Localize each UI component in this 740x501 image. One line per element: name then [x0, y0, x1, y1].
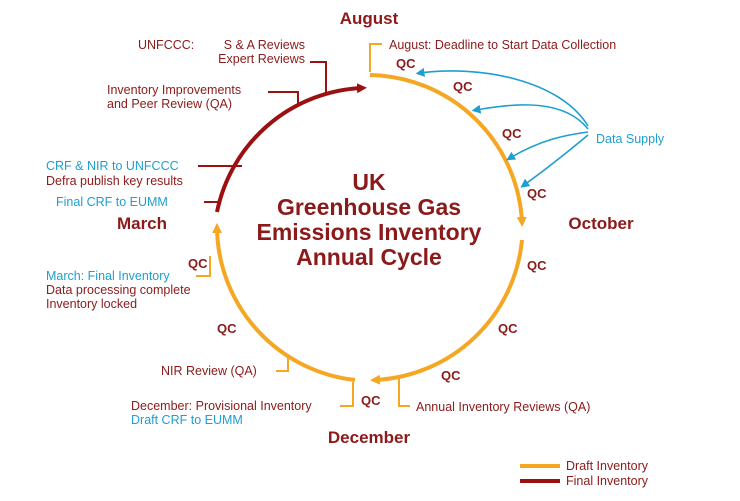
- qc-marker: QC: [527, 186, 547, 201]
- legend-final-label: Final Inventory: [566, 474, 649, 488]
- march-final-inventory: March: Final Inventory: [46, 269, 170, 283]
- leader-unfccc: [310, 61, 327, 92]
- qc-marker: QC: [217, 321, 237, 336]
- final-crf-to-eumm: Final CRF to EUMM: [56, 195, 168, 209]
- leader-august-deadline: [369, 43, 382, 72]
- december-provisional: December: Provisional Inventory: [131, 399, 312, 413]
- data-supply-arrow-2: [471, 104, 589, 130]
- draft-arc-august-to-october: [369, 73, 527, 227]
- month-march: March: [117, 214, 167, 233]
- unfccc-reviews-line2: Expert Reviews: [218, 52, 305, 66]
- march-inventory-locked: Inventory locked: [46, 297, 137, 311]
- draft-crf-to-eumm: Draft CRF to EUMM: [131, 413, 243, 427]
- leader-march-final: [196, 256, 211, 277]
- leader-improvements: [268, 91, 299, 104]
- august-deadline: August: Deadline to Start Data Collectio…: [389, 38, 616, 52]
- draft-arc-december-to-march: [212, 223, 356, 382]
- legend-draft-label: Draft Inventory: [566, 459, 649, 473]
- qc-marker: QC: [396, 56, 416, 71]
- draft-arc-october-to-december: [370, 239, 524, 385]
- title-line-3: Emissions Inventory: [257, 219, 482, 245]
- month-december: December: [328, 428, 411, 447]
- qc-marker: QC: [188, 256, 208, 271]
- data-supply-arrow-3: [506, 131, 589, 161]
- improvements-line2: and Peer Review (QA): [107, 97, 232, 111]
- final-arc-march-to-august: [215, 83, 367, 213]
- data-supply-arrow-1: [415, 67, 589, 127]
- qc-marker: QC: [453, 79, 473, 94]
- qc-marker: QC: [361, 393, 381, 408]
- qc-marker: QC: [498, 321, 518, 336]
- title-line-1: UK: [352, 169, 386, 195]
- unfccc-prefix: UNFCCC:: [138, 38, 194, 52]
- annual-inventory-reviews: Annual Inventory Reviews (QA): [416, 400, 590, 414]
- data-supply-arrow-4: [520, 134, 589, 188]
- unfccc-reviews-line1: S & A Reviews: [224, 38, 305, 52]
- month-october: October: [568, 214, 634, 233]
- nir-review: NIR Review (QA): [161, 364, 257, 378]
- qc-marker: QC: [527, 258, 547, 273]
- month-august: August: [340, 9, 399, 28]
- defra-publish: Defra publish key results: [46, 174, 183, 188]
- crf-nir-to-unfccc: CRF & NIR to UNFCCC: [46, 159, 179, 173]
- qc-marker: QC: [502, 126, 522, 141]
- title-line-4: Annual Cycle: [296, 244, 442, 270]
- leader-annual-reviews: [398, 378, 410, 407]
- improvements-line1: Inventory Improvements: [107, 83, 241, 97]
- leader-nir-review: [276, 356, 289, 372]
- qc-marker: QC: [441, 368, 461, 383]
- leader-december: [340, 382, 354, 407]
- march-processing-complete: Data processing complete: [46, 283, 191, 297]
- title-line-2: Greenhouse Gas: [277, 194, 461, 220]
- data-supply-label: Data Supply: [596, 132, 665, 146]
